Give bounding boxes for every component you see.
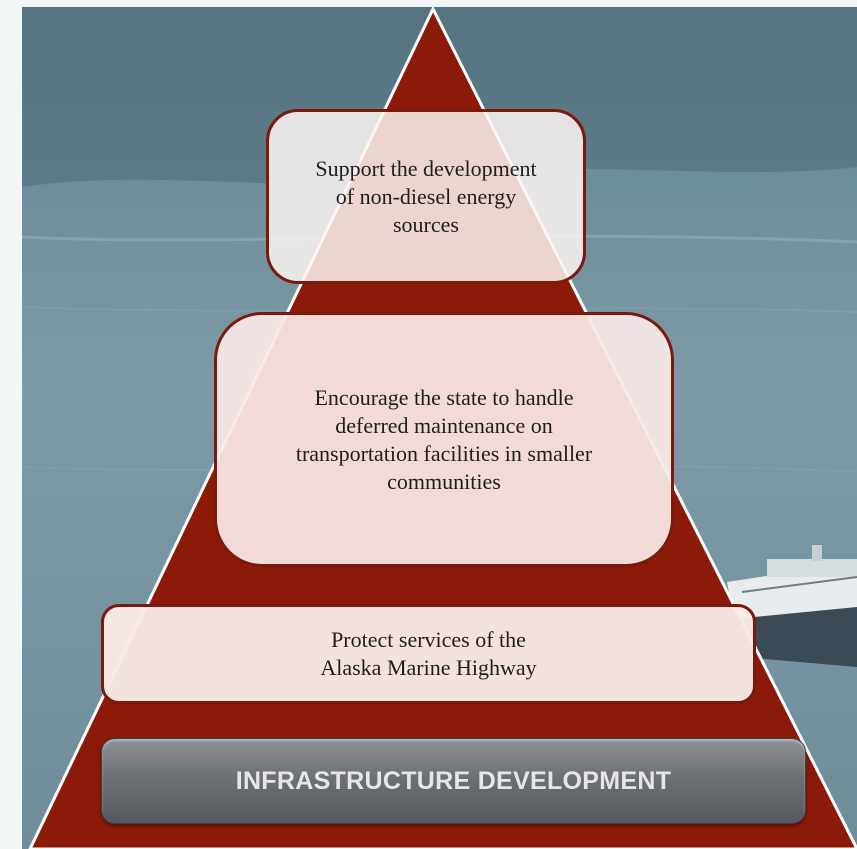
base-banner: INFRASTRUCTURE DEVELOPMENT (101, 738, 806, 824)
top-tier-line-1: Support the development (315, 155, 537, 181)
bottom-tier-box: Protect services of the Alaska Marine Hi… (101, 604, 756, 704)
middle-tier-box: Encourage the state to handle deferred m… (214, 312, 674, 567)
middle-tier-text: Encourage the state to handle deferred m… (296, 384, 592, 496)
top-tier-line-2: of non-diesel energy (335, 183, 517, 209)
bottom-tier-line-1: Protect services of the (331, 627, 526, 652)
top-tier-box: Support the development of non-diesel en… (266, 109, 586, 284)
bottom-tier-line-2: Alaska Marine Highway (320, 655, 537, 680)
top-tier-text: Support the development of non-diesel en… (315, 155, 536, 239)
middle-tier-line-2: deferred maintenance on (335, 412, 553, 438)
bottom-tier-text: Protect services of the Alaska Marine Hi… (320, 626, 536, 682)
base-banner-title: INFRASTRUCTURE DEVELOPMENT (235, 766, 672, 795)
middle-tier-line-3: transportation facilities in smaller (295, 440, 593, 466)
middle-tier-line-1: Encourage the state to handle (314, 384, 574, 410)
middle-tier-line-4: communities (387, 468, 501, 494)
top-tier-line-3: sources (393, 211, 459, 237)
